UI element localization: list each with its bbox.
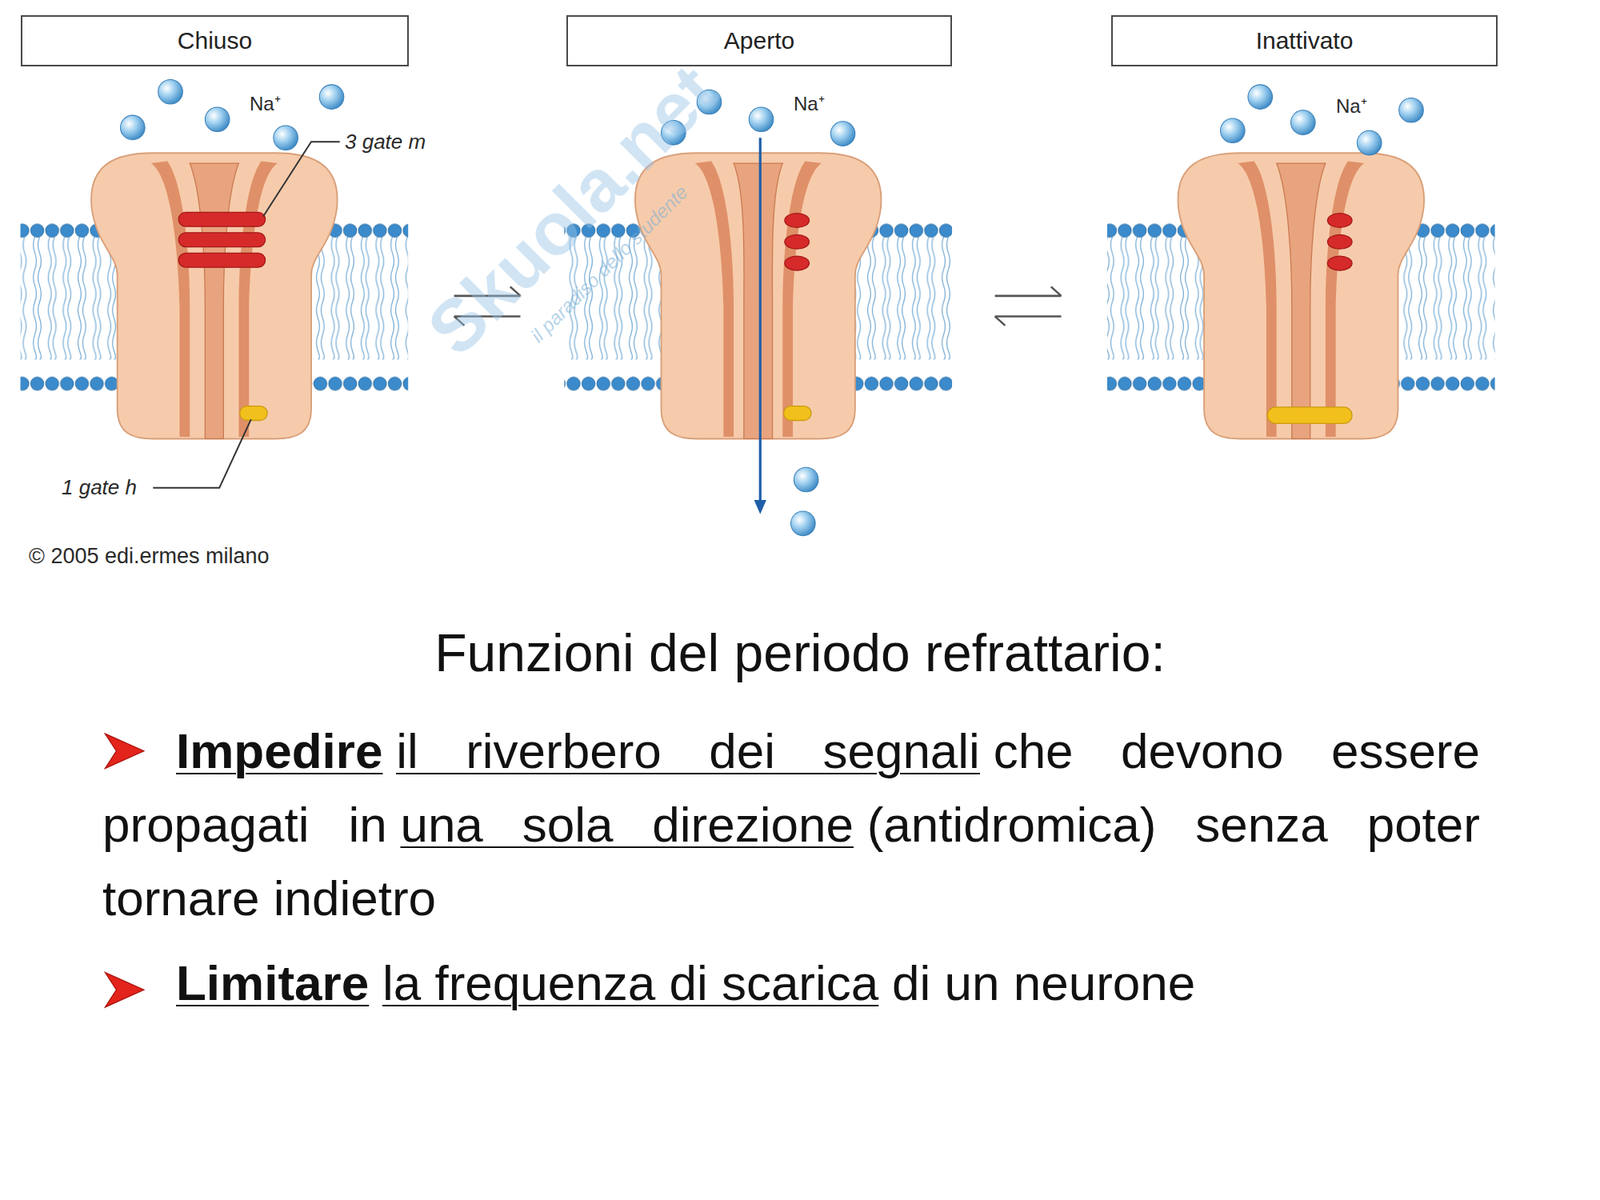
sodium-ion <box>793 467 819 492</box>
pore <box>189 163 239 439</box>
channel-body <box>91 152 338 439</box>
subunit-shade <box>782 161 821 437</box>
m-gate <box>784 234 810 249</box>
sodium-ion <box>748 107 774 132</box>
sodium-ion <box>1220 118 1246 144</box>
ion-label: Na⁺ <box>793 89 825 116</box>
sodium-channels <box>20 79 1496 536</box>
equilibrium-arrow <box>995 316 1062 325</box>
subunit-shade <box>695 161 734 437</box>
pore <box>733 163 783 439</box>
gate-callout: 1 gate h <box>61 475 137 500</box>
state-label-box: Aperto <box>566 15 952 67</box>
sodium-ion <box>158 79 184 104</box>
leader-line <box>263 141 340 216</box>
ion-label: Na⁺ <box>249 89 281 116</box>
subunit-shade <box>1325 161 1364 437</box>
bullet-text: il riverbero dei segnali <box>396 723 980 779</box>
m-gate <box>784 256 810 271</box>
sodium-ion <box>1291 110 1316 136</box>
ion-label: Na⁺ <box>1336 92 1368 119</box>
leader-lines <box>152 141 340 488</box>
h-gate <box>784 406 812 421</box>
bullet-item: Limitarela frequenza di scaricadi un neu… <box>102 946 1480 1020</box>
pore <box>1276 163 1326 439</box>
state-name: Inattivato <box>1256 27 1354 55</box>
sodium-ion <box>319 84 344 110</box>
bullet-list: Impedireil riverbero dei segnaliche devo… <box>102 714 1480 1032</box>
sodium-ion <box>1248 84 1273 110</box>
subunit-shade <box>151 161 190 437</box>
h-gate <box>1267 407 1352 424</box>
state-label-box: Inattivato <box>1111 15 1498 67</box>
m-gate <box>178 212 265 227</box>
m-gate <box>784 213 810 228</box>
sodium-ion <box>120 115 146 140</box>
flow-head <box>754 500 767 515</box>
h-gate <box>240 406 268 421</box>
ion-flow-arrow <box>754 137 767 515</box>
sodium-ion <box>1356 130 1382 156</box>
state-name: Aperto <box>724 27 795 55</box>
sodium-ion <box>204 107 230 132</box>
bullet-keyword: Impedire <box>176 723 383 779</box>
gate-callout: 3 gate m <box>344 129 426 155</box>
sodium-ion <box>791 511 816 536</box>
bullet-item: Impedireil riverbero dei segnaliche devo… <box>102 714 1480 936</box>
sodium-ion <box>1399 97 1424 123</box>
bullet-text: una sola direzione <box>400 796 854 852</box>
bullet-arrow <box>104 733 144 768</box>
equilibrium-arrow <box>995 286 1062 296</box>
bullet-text: la frequenza di scarica <box>382 955 879 1011</box>
m-gate <box>1327 213 1352 228</box>
m-gate <box>178 252 265 268</box>
m-gate <box>1327 256 1352 271</box>
state-label-box: Chiuso <box>20 15 409 67</box>
bullet-keyword: Limitare <box>176 955 369 1011</box>
m-gate <box>178 232 265 248</box>
sodium-ion <box>830 121 856 147</box>
bullet-text: di un neurone <box>892 955 1196 1011</box>
leader-line <box>152 419 251 488</box>
flow-line <box>759 137 762 502</box>
copyright-note: © 2005 edi.ermes milano <box>28 544 270 569</box>
channel-body <box>1178 152 1425 439</box>
m-gate <box>1327 234 1352 249</box>
state-name: Chiuso <box>177 27 252 55</box>
slide-heading: Funzioni del periodo refrattario: <box>0 622 1600 684</box>
subunit-shade <box>1237 161 1276 437</box>
sodium-ion <box>273 125 299 151</box>
bullet-arrow <box>104 972 144 1008</box>
